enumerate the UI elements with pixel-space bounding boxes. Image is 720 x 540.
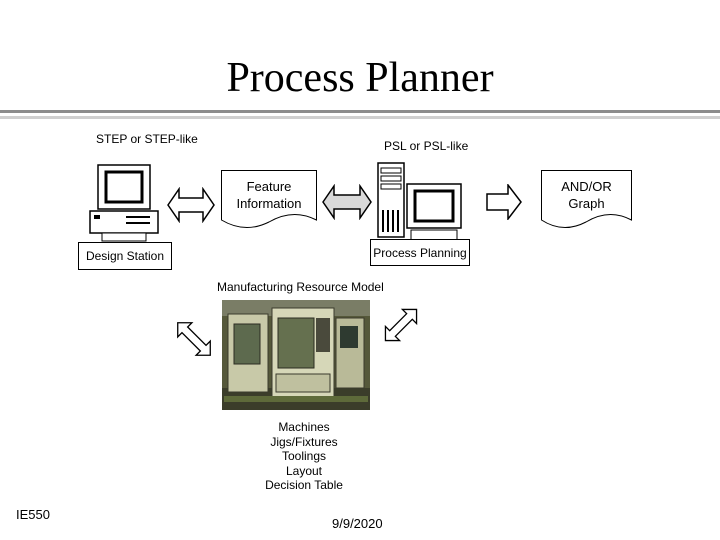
resource-item: Toolings [281, 449, 327, 463]
and-or-line1: AND/OR [561, 179, 612, 194]
resource-list: Machines Jigs/Fixtures Toolings Layout D… [250, 420, 358, 493]
title-rule-bottom [0, 116, 720, 119]
feature-info-line1: Feature [246, 179, 292, 194]
title-rule-top [0, 110, 720, 113]
tower-computer-icon [377, 162, 405, 238]
double-arrow-icon [167, 187, 215, 223]
computer-icon [406, 183, 462, 241]
resource-item: Machines [278, 420, 330, 434]
diagonal-double-arrow-icon [177, 322, 211, 356]
psl-label: PSL or PSL-like [384, 139, 469, 153]
diagonal-double-arrow-icon [384, 308, 418, 342]
double-arrow-icon [322, 184, 372, 220]
slide-title: Process Planner [226, 55, 494, 101]
computer-icon [89, 164, 159, 242]
footer-course: IE550 [16, 507, 50, 522]
resource-item: Jigs/Fixtures [270, 434, 338, 449]
feature-info-line2: Information [236, 196, 302, 211]
and-or-graph-doc: AND/OR Graph [541, 170, 632, 232]
cnc-machine-photo [222, 300, 370, 410]
step-label: STEP or STEP-like [96, 132, 198, 146]
process-planning-box: Process Planning [370, 239, 470, 266]
right-arrow-icon [486, 184, 522, 220]
mrm-label: Manufacturing Resource Model [217, 280, 384, 294]
and-or-line2: Graph [568, 196, 605, 211]
resource-item: Layout [285, 463, 323, 478]
feature-information-doc: Feature Information [221, 170, 317, 232]
resource-item: Decision Table [265, 478, 343, 492]
footer-date: 9/9/2020 [332, 516, 383, 531]
design-station-box: Design Station [78, 242, 172, 270]
